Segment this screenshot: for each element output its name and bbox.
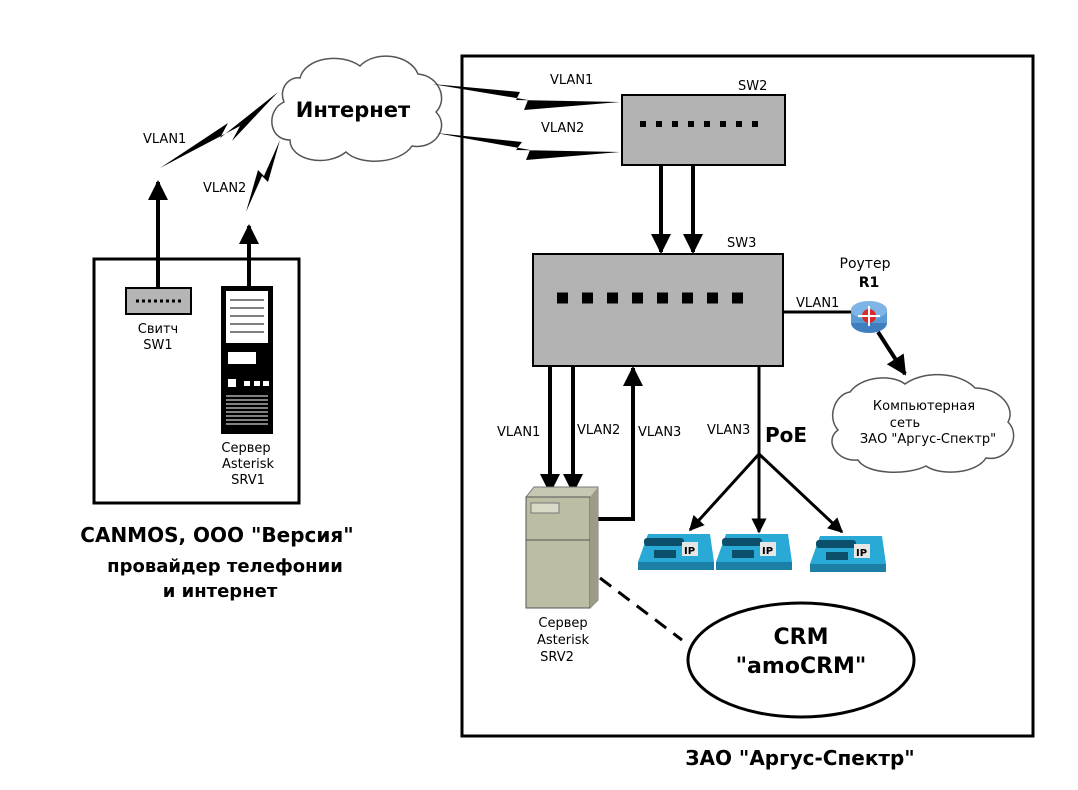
switch-sw1-icon (125, 287, 192, 315)
internet-cloud: Интернет (271, 55, 443, 162)
provider-vlan1-label: VLAN1 (143, 132, 186, 147)
srv2-label-line2: Asterisk (537, 633, 589, 648)
provider-box (92, 257, 301, 505)
company-title: ЗАО "Аргус-Спектр" (685, 746, 914, 770)
provider-title-line2: провайдер телефонии (107, 556, 343, 577)
crm-label-line2: "amoCRM" (736, 654, 867, 679)
lan-label-line1: Компьютерная (873, 399, 975, 414)
router-to-lan-arrow (876, 330, 907, 376)
poe-to-phone3-arrow (757, 452, 844, 534)
srv1-label-line1: Сервер (221, 441, 270, 456)
lightning-link-vlan2-provider (246, 140, 280, 212)
srv2-vlan3-label: VLAN3 (638, 425, 681, 440)
poe-label: PoE (765, 423, 807, 447)
lightning-link-vlan1-company (432, 84, 620, 110)
poe-to-phone1-arrow (688, 452, 761, 532)
srv1-label-line3: SRV1 (231, 473, 265, 488)
lightning-link-vlan1-provider (160, 92, 278, 168)
srv2-to-sw3-vlan3-arrow (596, 366, 643, 521)
srv2-vlan2-label: VLAN2 (577, 423, 620, 438)
crm-label-line1: CRM (774, 625, 829, 650)
sw3-label: SW3 (727, 236, 756, 251)
sw1-label-line1: Свитч (138, 322, 178, 337)
switch-sw3-icon (532, 253, 784, 367)
provider-title-line1: CANMOS, ООО "Версия" (80, 523, 353, 547)
server-srv1-icon (221, 286, 273, 434)
ip-phone-icon-1: IP (638, 534, 714, 570)
lan-label-line2: сеть (890, 416, 920, 431)
ip-badge-2: IP (762, 546, 773, 557)
phones-vlan3-label: VLAN3 (707, 423, 750, 438)
ip-badge-3: IP (856, 548, 867, 559)
company-link-vlan2-label: VLAN2 (541, 121, 584, 136)
ip-badge-1: IP (684, 546, 695, 557)
internet-label: Интернет (296, 98, 411, 122)
router-r1-icon (851, 301, 887, 333)
ip-phone-icon-3: IP (810, 536, 886, 572)
srv2-label-line3: SRV2 (540, 650, 574, 665)
company-lan-cloud: Компьютерная сеть ЗАО "Аргус-Спектр" (831, 374, 1015, 473)
switch-sw2-icon (621, 94, 786, 166)
sw1-label-line2: SW1 (143, 338, 172, 353)
company-link-vlan1-label: VLAN1 (550, 73, 593, 88)
srv1-label-line2: Asterisk (222, 457, 274, 472)
srv2-to-crm-link (599, 576, 683, 642)
server-srv2-icon (525, 486, 599, 609)
crm-ellipse: CRM "amoCRM" (686, 601, 916, 719)
ip-phone-icon-2: IP (716, 534, 792, 570)
provider-title-line3: и интернет (163, 581, 278, 602)
lan-label-line3: ЗАО "Аргус-Спектр" (860, 432, 996, 447)
router-label-line1: Роутер (840, 256, 891, 272)
router-label-line2: R1 (859, 275, 880, 291)
company-box (460, 54, 1035, 738)
lightning-link-vlan2-company (436, 133, 620, 160)
srv2-label-line1: Сервер (538, 616, 587, 631)
provider-vlan2-label: VLAN2 (203, 181, 246, 196)
srv2-vlan1-label: VLAN1 (497, 425, 540, 440)
sw2-label: SW2 (738, 79, 767, 94)
router-vlan-label: VLAN1 (796, 296, 839, 311)
